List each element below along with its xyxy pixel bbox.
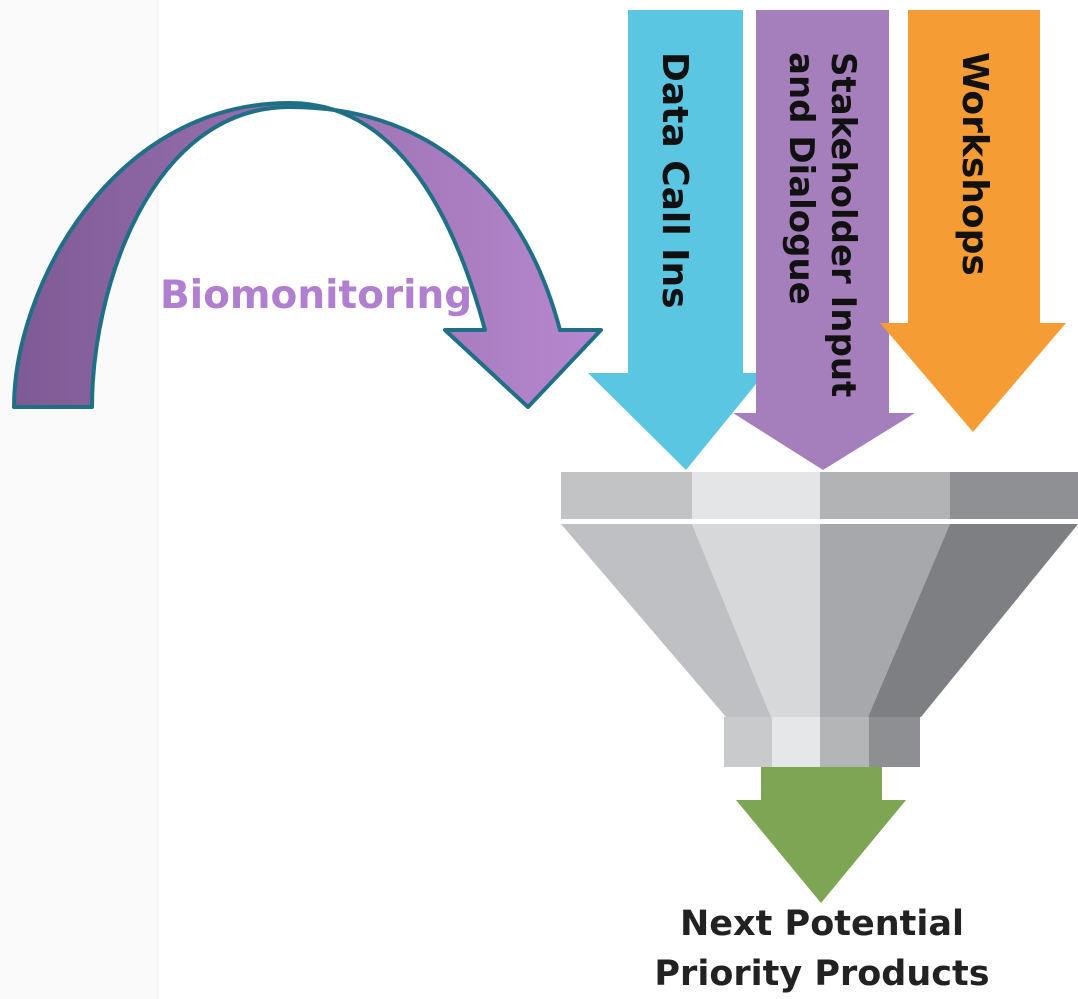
funnel-cone xyxy=(561,524,1078,717)
stakeholder-input-arrow xyxy=(733,10,915,470)
biomonitoring-label: Biomonitoring xyxy=(160,273,472,318)
data-call-ins-arrow xyxy=(588,10,765,470)
stakeholder-label-line1: Stakeholder Input xyxy=(823,52,863,397)
workshops-label: Workshops xyxy=(954,52,995,276)
workshops-arrow xyxy=(880,10,1066,432)
output-label-line2: Priority Products xyxy=(654,954,989,994)
stakeholder-label-line2: and Dialogue xyxy=(781,52,821,305)
biomonitoring-arc-arrow xyxy=(12,101,603,409)
data-call-ins-label: Data Call Ins xyxy=(654,52,695,309)
left-panel xyxy=(0,0,158,999)
funnel-neck xyxy=(724,717,920,767)
output-label-line1: Next Potential xyxy=(680,904,964,944)
output-arrow xyxy=(736,767,906,903)
funnel-rim xyxy=(561,472,1078,519)
